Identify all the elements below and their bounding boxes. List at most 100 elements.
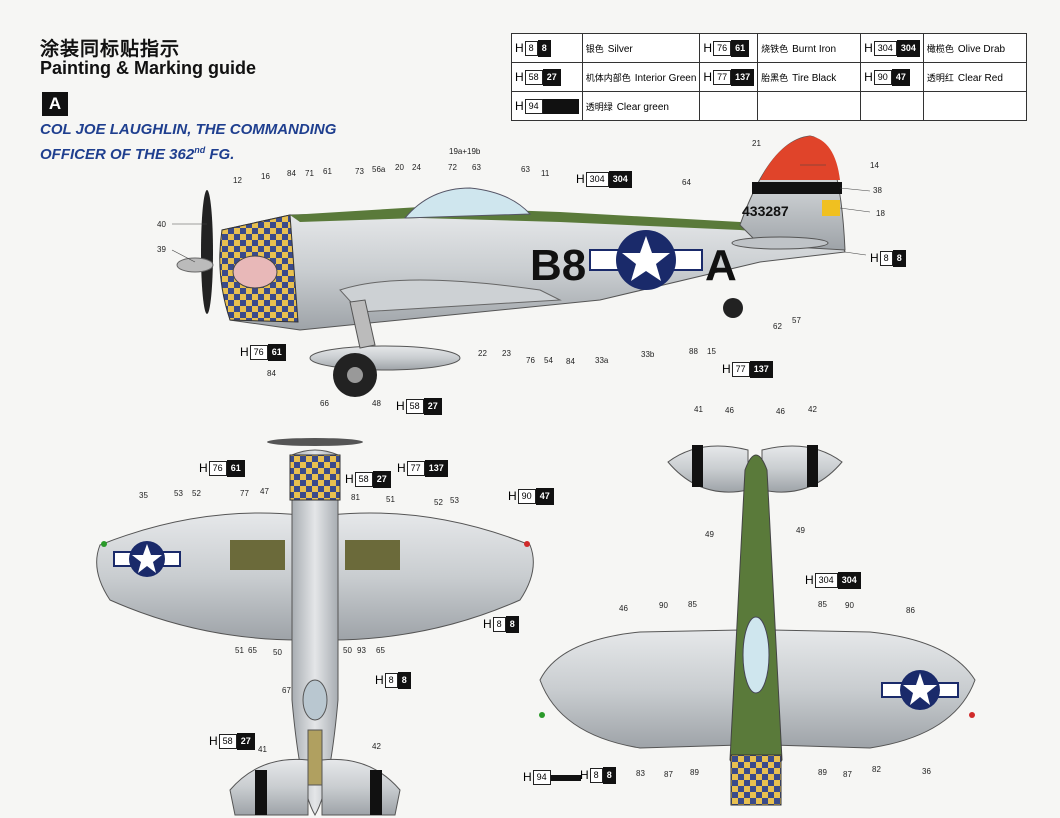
code-letters-b8: B8 bbox=[530, 241, 586, 290]
tail-serial-number: 433287 bbox=[742, 203, 789, 219]
part-number-side: 63 bbox=[521, 165, 530, 174]
part-number-bottom: 87 bbox=[843, 770, 852, 779]
bottom-insignia-star bbox=[903, 673, 937, 705]
scheme-letter-badge: A bbox=[42, 92, 68, 116]
part-number-top: 51 bbox=[235, 646, 244, 655]
canopy-side bbox=[403, 187, 532, 219]
part-number-bottom: 89 bbox=[818, 768, 827, 777]
part-number-side: 84 bbox=[566, 357, 575, 366]
top-left-stabilizer bbox=[229, 758, 309, 816]
part-number-top: 52 bbox=[192, 489, 201, 498]
part-number-top: 53 bbox=[450, 496, 459, 505]
part-number-bottom: 90 bbox=[659, 601, 668, 610]
part-number-top: 81 bbox=[351, 493, 360, 502]
propeller-blade bbox=[201, 190, 213, 314]
part-number-bottom: 82 bbox=[872, 765, 881, 774]
part-number-side: 62 bbox=[773, 322, 782, 331]
tail-yellow-marking bbox=[822, 200, 840, 216]
part-number-top: 42 bbox=[372, 742, 381, 751]
bottom-stab-band-right bbox=[807, 445, 818, 487]
part-number-bottom: 49 bbox=[705, 530, 714, 539]
part-number-side: 48 bbox=[372, 399, 381, 408]
part-number-side: 12 bbox=[233, 176, 242, 185]
part-number-bottom: 85 bbox=[688, 600, 697, 609]
part-number-bottom: 83 bbox=[636, 769, 645, 778]
part-number-bottom: 36 bbox=[922, 767, 931, 776]
part-number-side: 57 bbox=[792, 316, 801, 325]
part-number-top: 50 bbox=[273, 648, 282, 657]
leader-lines-side bbox=[171, 164, 871, 263]
bottom-canopy bbox=[742, 616, 770, 694]
nose-art-elephant bbox=[232, 255, 278, 289]
part-number-bottom: 85 bbox=[818, 600, 827, 609]
part-number-top: 67 bbox=[282, 686, 291, 695]
scheme-description: COL JOE LAUGHLIN, THE COMMANDING OFFICER… bbox=[40, 119, 336, 165]
part-number-side: 61 bbox=[323, 167, 332, 176]
page-title-cn: 涂装同标贴指示 bbox=[40, 38, 181, 60]
bottom-view bbox=[539, 445, 976, 806]
insignia-star bbox=[622, 236, 670, 281]
part-number-side: 21 bbox=[752, 139, 761, 148]
part-number-side: 19a+19b bbox=[449, 147, 481, 156]
part-number-top: 52 bbox=[434, 498, 443, 507]
part-number-top: 65 bbox=[248, 646, 257, 655]
part-number-bottom: 86 bbox=[906, 606, 915, 615]
part-number-bottom: 49 bbox=[796, 526, 805, 535]
horizontal-stabilizer bbox=[731, 236, 829, 250]
top-stab-band-right bbox=[370, 770, 382, 815]
top-gear-bay-right bbox=[345, 540, 400, 570]
part-number-side: 54 bbox=[544, 356, 553, 365]
part-number-top: 53 bbox=[174, 489, 183, 498]
top-anti-glare-panel bbox=[307, 729, 323, 786]
top-left-wing bbox=[96, 512, 301, 641]
part-number-side: 72 bbox=[448, 163, 457, 172]
top-canopy bbox=[302, 679, 328, 721]
side-view: B8 A 433287 bbox=[171, 135, 871, 397]
part-number-top: 65 bbox=[376, 646, 385, 655]
part-number-bottom: 46 bbox=[725, 406, 734, 415]
main-wheel-hub bbox=[347, 367, 363, 383]
tail-black-band bbox=[752, 182, 842, 194]
part-number-top: 77 bbox=[240, 489, 249, 498]
part-number-side: 63 bbox=[472, 163, 481, 172]
part-number-side: 64 bbox=[682, 178, 691, 187]
part-number-side: 56a bbox=[372, 165, 386, 174]
part-number-side: 20 bbox=[395, 163, 404, 172]
part-number-side: 71 bbox=[305, 169, 314, 178]
part-number-side: 84 bbox=[267, 369, 276, 378]
part-number-top: 35 bbox=[139, 491, 148, 500]
wing-side bbox=[339, 279, 562, 313]
description-line1: COL JOE LAUGHLIN, THE COMMANDING bbox=[40, 121, 337, 138]
part-number-side: 76 bbox=[526, 356, 535, 365]
top-gear-bay-left bbox=[230, 540, 285, 570]
bottom-stab-band-left bbox=[692, 445, 703, 487]
part-number-bottom: 46 bbox=[619, 604, 628, 613]
part-number-side: 88 bbox=[689, 347, 698, 356]
part-number-side: 33a bbox=[595, 356, 609, 365]
part-number-side: 22 bbox=[478, 349, 487, 358]
bottom-nav-light-red bbox=[969, 712, 975, 718]
top-nav-light-red bbox=[524, 541, 530, 547]
part-number-top: 50 bbox=[343, 646, 352, 655]
part-number-side: 40 bbox=[157, 220, 166, 229]
part-number-side: 66 bbox=[320, 399, 329, 408]
tail-wheel bbox=[723, 298, 743, 318]
bottom-left-stabilizer bbox=[667, 445, 749, 493]
top-propeller bbox=[267, 438, 363, 446]
description-line2: OFFICER OF THE 362nd FG. bbox=[40, 145, 235, 163]
